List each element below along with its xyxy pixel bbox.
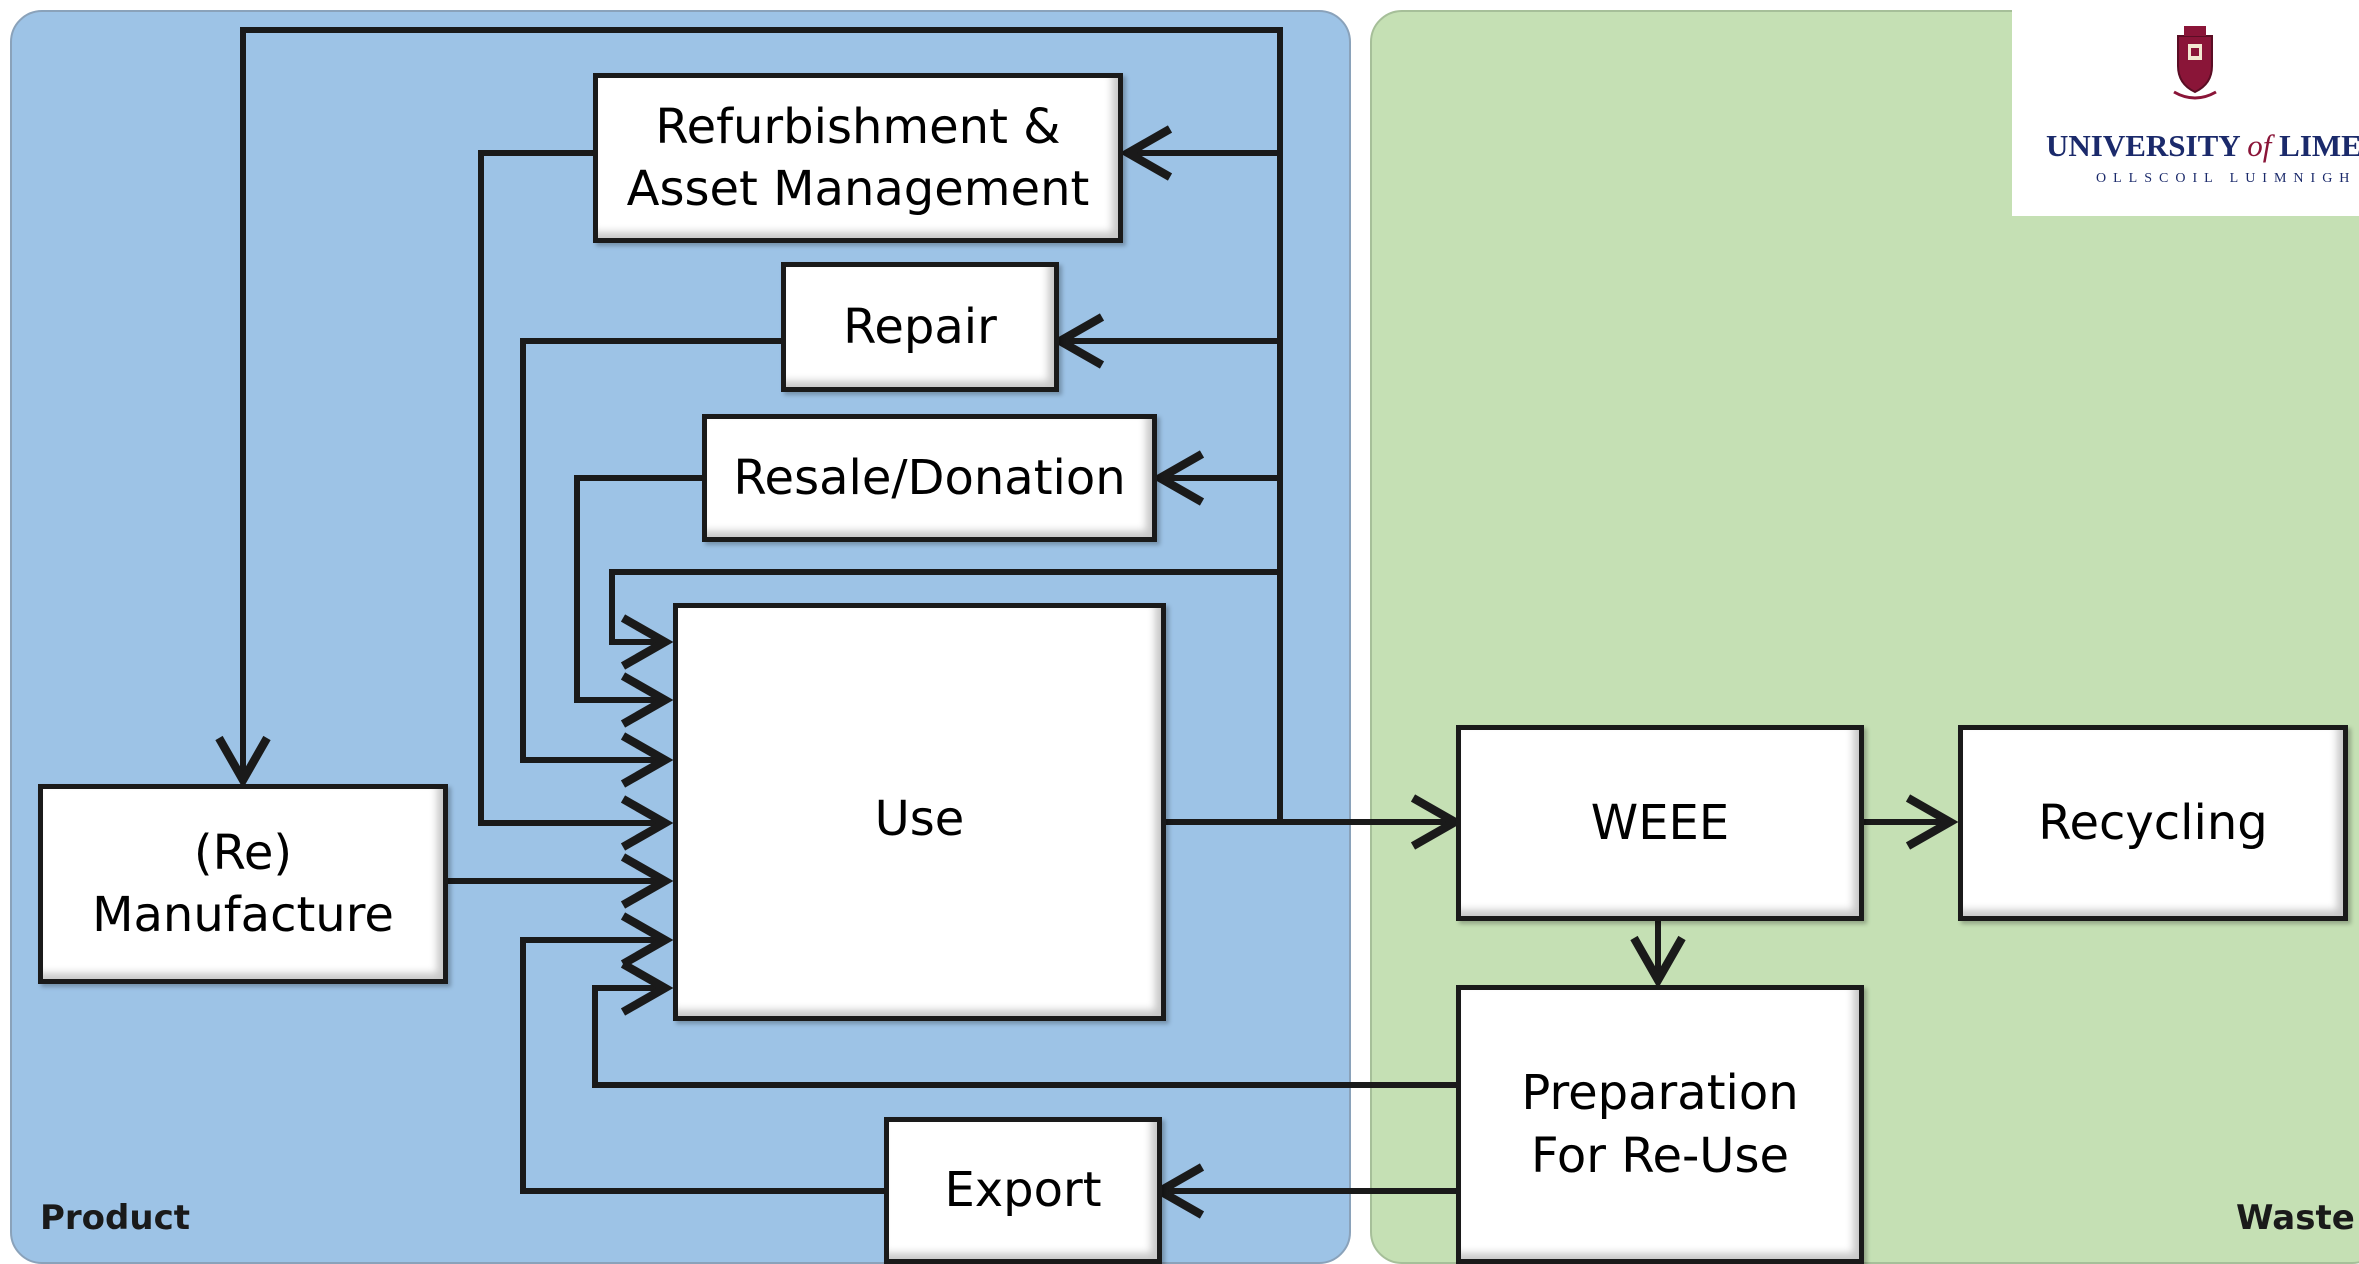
university-logo: UNIVERSITY of LIMERICK OLLSCOIL LUIMNIGH — [2012, 0, 2359, 216]
waste-label: Waste — [2236, 1198, 2355, 1238]
repair-box: Repair — [781, 262, 1059, 392]
preparation-box: Preparation For Re-Use — [1456, 985, 1864, 1264]
logo-text: UNIVERSITY of LIMERICK — [2046, 128, 2359, 163]
crest-icon — [2173, 26, 2217, 100]
weee-box: WEEE — [1456, 725, 1864, 921]
logo-subtitle: OLLSCOIL LUIMNIGH — [2096, 171, 2357, 186]
manufacture-box: (Re) Manufacture — [38, 784, 448, 984]
use-box: Use — [673, 603, 1166, 1021]
refurbishment-box: Refurbishment & Asset Management — [593, 73, 1123, 243]
resale-donation-box: Resale/Donation — [702, 414, 1157, 542]
recycling-box: Recycling — [1958, 725, 2348, 921]
product-label: Product — [40, 1198, 190, 1238]
export-box: Export — [884, 1117, 1162, 1264]
